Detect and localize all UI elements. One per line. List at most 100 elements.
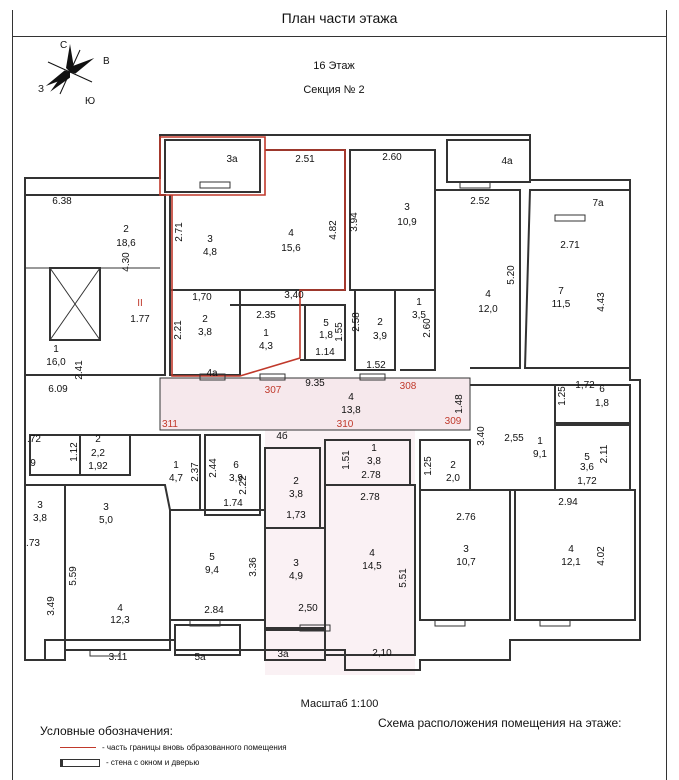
- plan-label: 2: [95, 434, 101, 445]
- plan-label: 4,9: [289, 571, 303, 582]
- plan-label: 2.76: [456, 512, 476, 523]
- plan-label: 3а: [226, 154, 238, 165]
- compass-z: З: [38, 84, 44, 95]
- plan-label: 18,6: [116, 238, 136, 249]
- plan-label: 2: [450, 460, 456, 471]
- plan-label: 3: [37, 500, 43, 511]
- plan-label: 4: [288, 228, 294, 239]
- red-line-symbol: [60, 747, 96, 748]
- plan-label: 4б: [276, 430, 288, 442]
- legend-text: - стена с окном и дверью: [106, 758, 200, 767]
- plan-label: 3.40: [476, 426, 487, 446]
- plan-label: 2,10: [372, 648, 392, 659]
- plan-label: 2,2: [91, 448, 105, 459]
- plan-label: 1,8: [595, 398, 609, 409]
- plan-label: 7а: [592, 198, 604, 209]
- plan-label: 1.25: [423, 456, 434, 476]
- plan-label: 3,40: [284, 290, 304, 301]
- walls: [24, 134, 641, 671]
- plan-label: 5: [209, 552, 215, 563]
- plan-label: 3,9: [229, 473, 243, 484]
- plan-label: 1.25: [557, 386, 568, 406]
- plan-label: 2.44: [208, 458, 219, 478]
- plan-label: 2: [202, 314, 208, 325]
- plan-label: 4,3: [259, 341, 273, 352]
- plan-label: 1: [537, 436, 543, 447]
- legend-item-window: - стена с окном и дверью: [60, 758, 199, 767]
- plan-label: 4,8: [203, 247, 217, 258]
- plan-label: 3а: [277, 649, 289, 660]
- plan-label: 5.20: [506, 265, 517, 285]
- plan-label: 1,8: [319, 330, 333, 341]
- plan-label: 7: [558, 286, 564, 297]
- room-number-label: 309: [445, 416, 462, 427]
- plan-label: 2.78: [361, 470, 381, 481]
- plan-label: 5,0: [99, 515, 113, 526]
- plan-label: 6: [599, 384, 605, 395]
- plan-label: 13,8: [341, 405, 361, 416]
- wall-window-door-symbol: [60, 758, 100, 767]
- plan-label: 4.30: [121, 252, 132, 272]
- plan-label: 2.71: [560, 240, 580, 251]
- plan-label: 14,5: [362, 561, 382, 572]
- room-number-label: II: [137, 298, 143, 309]
- plan-label: 2,0: [446, 473, 460, 484]
- floor-label: 16 Этаж: [313, 60, 355, 72]
- plan-label: 2.37: [190, 462, 201, 482]
- plan-label: 2.60: [422, 318, 433, 338]
- plan-label: 4,7: [169, 473, 183, 484]
- compass-b: В: [103, 56, 110, 67]
- plan-label: 10,7: [456, 557, 476, 568]
- plan-label: 3,8: [198, 327, 212, 338]
- windows: [89, 181, 586, 657]
- plan-label: 3.11: [109, 652, 128, 663]
- plan-label: 4.02: [596, 546, 607, 566]
- plan-label: 3: [463, 544, 469, 555]
- plan-label: 2.58: [351, 312, 362, 332]
- plan-label: 6.38: [52, 196, 72, 207]
- plan-label: 1.48: [454, 394, 465, 414]
- plan-label: 3: [207, 234, 213, 245]
- plan-label: 2.94: [558, 497, 578, 508]
- plan-label: 3,8: [289, 489, 303, 500]
- plan-label: 2.71: [174, 222, 185, 242]
- compass-rose: [45, 44, 95, 95]
- plan-label: .72: [27, 434, 41, 445]
- plan-label: 2: [377, 317, 383, 328]
- plan-label: 3: [293, 558, 299, 569]
- plan-label: 2.21: [173, 320, 184, 340]
- plan-title: План части этажа: [281, 10, 398, 26]
- plan-label: 12,1: [561, 557, 581, 568]
- plan-label: 4: [117, 603, 123, 614]
- legend-text: - часть границы вновь образованного поме…: [102, 743, 287, 752]
- legend-item-boundary: - часть границы вновь образованного поме…: [60, 743, 287, 752]
- room-number-label: 307: [265, 385, 282, 396]
- plan-label: 4: [369, 548, 375, 559]
- plan-label: 3,6: [580, 462, 594, 473]
- plan-label: 3.94: [349, 212, 360, 232]
- frame-right-line: [666, 10, 667, 780]
- plan-label: 3: [103, 502, 109, 513]
- plan-label: 4а: [206, 368, 218, 379]
- scale-label: Масштаб 1:100: [300, 698, 379, 710]
- plan-label: 2.60: [382, 152, 402, 163]
- scheme-title: Схема расположения помещения на этаже:: [378, 716, 622, 730]
- compass-c: С: [60, 40, 67, 51]
- plan-label: 1: [53, 344, 59, 355]
- plan-label: 5: [323, 318, 329, 329]
- plan-label: 4.43: [596, 292, 607, 312]
- plan-label: 3,8: [367, 456, 381, 467]
- plan-label: .73: [26, 538, 40, 549]
- plan-label: 9.35: [305, 378, 325, 389]
- room-number-label: 310: [337, 419, 354, 430]
- plan-label: 1,72: [577, 476, 597, 487]
- plan-label: 3,8: [33, 513, 47, 524]
- plan-label: 5: [584, 452, 590, 463]
- plan-label: 9: [30, 458, 36, 469]
- plan-label: 1.55: [334, 322, 345, 342]
- plan-label: 3,5: [412, 310, 426, 321]
- plan-label: 1.12: [69, 442, 80, 462]
- legend-title: Условные обозначения:: [40, 724, 173, 738]
